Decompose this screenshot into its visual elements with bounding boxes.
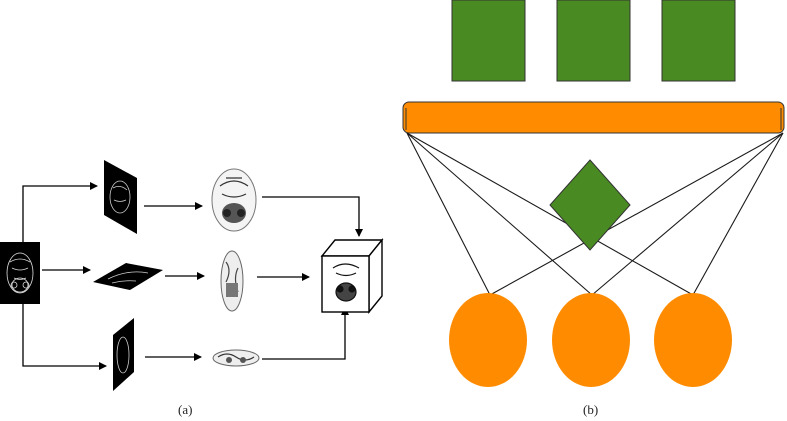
- axial-plane-slice: [93, 263, 163, 290]
- panel-b-caption: (b): [583, 402, 599, 417]
- merge-arrows: [262, 196, 363, 360]
- branch-arrows: [22, 182, 107, 370]
- processed-coronal-image: [212, 349, 260, 367]
- output-node-2: [556, 0, 631, 82]
- attention-diamond: [549, 159, 631, 251]
- output-node-1: [451, 0, 526, 82]
- coronal-plane-slice: [113, 318, 134, 391]
- volume-cube: [320, 238, 384, 314]
- processed-axial-image: [211, 168, 257, 232]
- input-mri-slice: [0, 242, 40, 304]
- input-node-1: [449, 293, 527, 387]
- panel-b: [402, 0, 785, 387]
- input-node-3: [654, 293, 732, 387]
- panel-a: [0, 160, 384, 391]
- input-node-2: [552, 293, 630, 387]
- output-node-3: [661, 0, 736, 82]
- connection-lines: [406, 132, 784, 296]
- sagittal-plane-slice: [104, 160, 137, 234]
- panel-a-caption: (a): [178, 402, 193, 417]
- processed-sagittal-image: [220, 250, 244, 312]
- fusion-layer-bar: [402, 101, 785, 134]
